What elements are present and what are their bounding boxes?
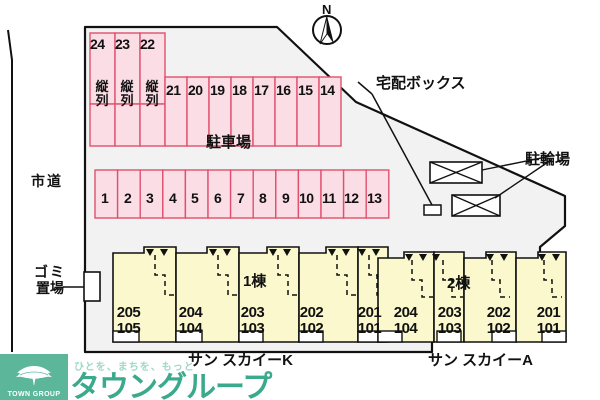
tandem-stall-group	[89, 32, 166, 147]
stall-label-24: 24	[90, 36, 105, 52]
stall-label-15: 15	[298, 82, 313, 98]
compass-icon	[312, 15, 342, 45]
building-2-shape	[377, 251, 567, 343]
tandem-lower-23	[114, 103, 141, 147]
caption-garbage-line2: 置場	[36, 280, 64, 296]
bicycle-parking-leader-2	[494, 159, 552, 199]
unit-label-b2-204: 204	[393, 304, 418, 321]
delivery-box-leader	[371, 93, 433, 206]
unit-label-204: 204	[178, 304, 203, 321]
caption-bicycle-parking: 駐輪場	[525, 151, 571, 168]
unit-label-201: 201	[357, 304, 382, 321]
caption-parking-lot: 駐車場	[206, 134, 252, 151]
tandem-label-24: 縦列	[95, 79, 109, 108]
stair-b2-202	[491, 260, 510, 298]
caption-garbage-line1: ゴミ	[34, 264, 66, 280]
stair-b2-204	[411, 260, 433, 298]
stall-label-1: 1	[101, 190, 109, 206]
entrance-b2-203	[436, 330, 462, 343]
garbage-area-box	[83, 271, 101, 302]
stall-label-11: 11	[322, 190, 336, 206]
stair-b2-203	[442, 260, 463, 298]
unit-label-b2-201: 201	[536, 304, 561, 321]
bicycle-parking-leader-1	[481, 155, 552, 171]
stall-label-4: 4	[169, 190, 177, 206]
roof-arrows-building-1	[146, 249, 380, 256]
upper-stall-row	[164, 76, 342, 147]
building-1-tag: 1棟	[243, 273, 267, 290]
unit-label-102: 102	[299, 320, 324, 337]
compass-label: N	[322, 2, 332, 17]
unit-label-b2-101: 101	[536, 320, 561, 337]
stall-label-20: 20	[188, 82, 203, 98]
stair-205	[154, 255, 175, 296]
stall-22	[139, 32, 166, 105]
bicycle-parking-shape-1	[429, 161, 483, 184]
entrance-202	[298, 330, 324, 343]
tandem-lower-24	[89, 103, 116, 147]
stall-14	[318, 76, 342, 147]
unit-label-103: 103	[240, 320, 265, 337]
caption-delivery-box: 宅配ボックス	[376, 75, 466, 92]
stall-label-8: 8	[259, 190, 267, 206]
stair-201	[368, 255, 387, 296]
stall-label-22: 22	[140, 36, 155, 52]
stall-label-3: 3	[146, 190, 154, 206]
building-2-tag: 2棟	[447, 275, 471, 292]
stall-label-21: 21	[166, 82, 181, 98]
entrance-205	[112, 330, 140, 343]
tandem-lower-22	[139, 103, 166, 147]
caption-city-road: 市道	[31, 173, 63, 189]
delivery-box-leader2	[357, 81, 373, 95]
unit-label-101: 101	[357, 320, 382, 337]
stair-203	[277, 255, 298, 296]
stall-label-12: 12	[344, 190, 359, 206]
delivery-box-shape	[423, 204, 442, 216]
building-1-name: サン スカイーK	[188, 352, 294, 369]
stair-204	[217, 255, 238, 296]
stair-202	[336, 255, 357, 296]
unit-label-205: 205	[116, 304, 141, 321]
stall-label-10: 10	[299, 190, 314, 206]
unit-label-b2-203: 203	[437, 304, 462, 321]
unit-b2-202-102	[463, 251, 517, 343]
stall-label-23: 23	[115, 36, 130, 52]
unit-label-b2-102: 102	[486, 320, 511, 337]
building-2-name: サン スカイーA	[428, 352, 534, 369]
entrance-203	[238, 330, 264, 343]
entrance-b2-201	[541, 330, 567, 343]
stall-label-17: 17	[254, 82, 269, 98]
unit-label-b2-202: 202	[486, 304, 511, 321]
city-road-line-left	[7, 29, 13, 352]
tandem-label-22: 縦列	[145, 79, 159, 108]
stall-label-14: 14	[320, 82, 335, 98]
tandem-label-23: 縦列	[120, 79, 134, 108]
entrance-b2-204	[377, 330, 403, 343]
stall-label-2: 2	[124, 190, 132, 206]
entrance-b2-202	[491, 330, 517, 343]
stair-b2-201	[543, 260, 562, 298]
lower-stall-row	[94, 169, 390, 219]
stall-label-7: 7	[237, 190, 245, 206]
roof-arrows-building-2	[405, 254, 560, 261]
stall-13	[365, 169, 390, 219]
bicycle-parking-shape-2	[451, 194, 501, 217]
building-1-shape	[112, 246, 389, 343]
unit-label-203: 203	[240, 304, 265, 321]
stall-label-19: 19	[210, 82, 225, 98]
stall-label-13: 13	[367, 190, 382, 206]
stall-label-18: 18	[232, 82, 247, 98]
entrance-204	[175, 330, 203, 343]
unit-label-104: 104	[178, 320, 203, 337]
unit-label-b2-103: 103	[437, 320, 462, 337]
stall-label-16: 16	[276, 82, 291, 98]
stall-label-5: 5	[191, 190, 199, 206]
stall-label-9: 9	[282, 190, 290, 206]
unit-label-105: 105	[116, 320, 141, 337]
stall-label-6: 6	[214, 190, 222, 206]
unit-label-b2-104: 104	[393, 320, 418, 337]
unit-label-202: 202	[299, 304, 324, 321]
